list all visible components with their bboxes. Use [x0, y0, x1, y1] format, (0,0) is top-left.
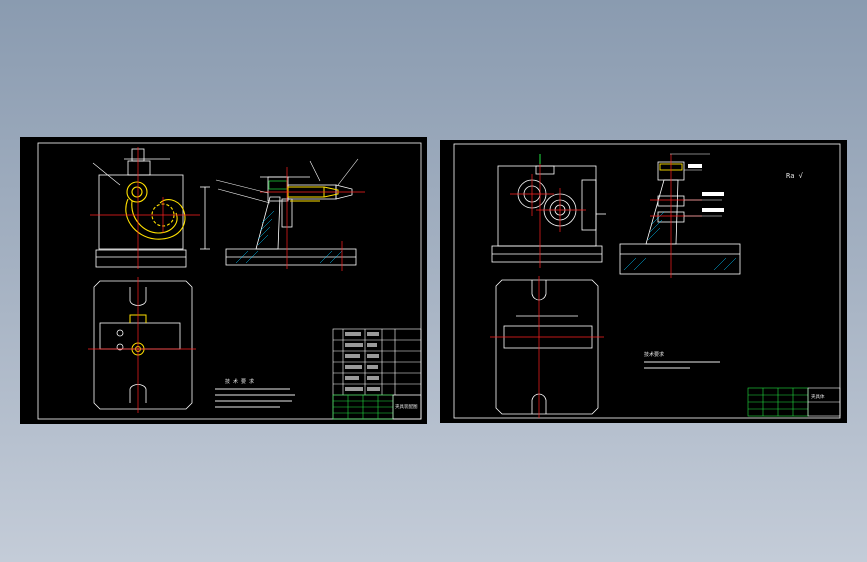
drawing-sheet-right: Ra √ 技术要求 [440, 140, 847, 423]
leaders-side-right [670, 153, 722, 217]
center-lines-body [510, 156, 586, 268]
center-lines-side [260, 167, 365, 271]
left-sheet-drawing: 技 术 要 求 [37, 142, 422, 420]
body-plan-view [495, 279, 599, 415]
side-section-hatch [235, 210, 343, 264]
notes-title-left: 技 术 要 求 [225, 378, 254, 385]
notes-title-right: 技术要求 [644, 351, 664, 358]
leader-lines-side [215, 158, 359, 204]
frame-border-right [453, 143, 841, 419]
body-front-view [491, 165, 606, 263]
title-block-left-name: 夹具装配图 [395, 403, 418, 410]
side-section-view [225, 176, 357, 266]
dim-labels-side [688, 164, 724, 212]
center-lines-plan-right [490, 276, 604, 418]
center-lines-front [90, 147, 200, 269]
center-lines-plan [88, 277, 196, 413]
right-sheet-drawing: Ra √ 技术要求 [453, 143, 841, 419]
title-block-right-name: 夹具体 [811, 393, 825, 400]
tech-notes-left: 技 术 要 求 [215, 378, 295, 408]
frame-border [37, 142, 422, 420]
tech-notes-right: 技术要求 [644, 351, 720, 369]
parts-list-cells [345, 332, 380, 391]
roughness-symbol: Ra √ [786, 172, 804, 180]
title-block-left [332, 394, 394, 420]
leader-lines-front [92, 162, 121, 186]
workpiece-front [125, 181, 186, 240]
title-block-right [747, 387, 809, 417]
front-view-left [95, 148, 210, 268]
body-side-section [619, 161, 741, 275]
drawing-sheet-left: 技 术 要 求 [20, 137, 427, 424]
body-side-hatch [623, 211, 737, 271]
side-section-green [268, 180, 288, 190]
